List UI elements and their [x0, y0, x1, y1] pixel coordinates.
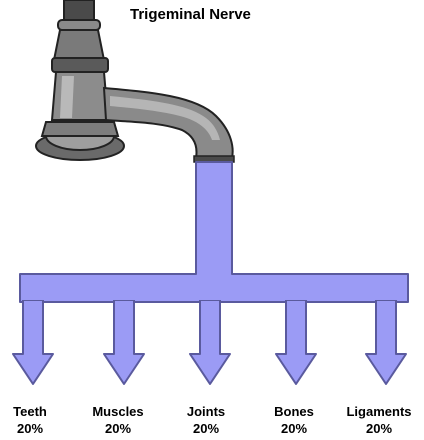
branch-label-joints: Joints 20% [166, 403, 246, 437]
branch-name: Teeth [0, 403, 70, 420]
flow-bus-fill [21, 276, 407, 300]
branch-percent: 20% [78, 420, 158, 437]
branch-name: Joints [166, 403, 246, 420]
branch-label-ligaments: Ligaments 20% [339, 403, 419, 437]
branch-arrows [13, 300, 406, 384]
branch-label-muscles: Muscles 20% [78, 403, 158, 437]
branch-label-bones: Bones 20% [254, 403, 334, 437]
branch-arrow-joints [190, 300, 230, 384]
branch-arrow-muscles [104, 300, 144, 384]
diagram-title: Trigeminal Nerve [130, 6, 251, 23]
branch-percent: 20% [0, 420, 70, 437]
branch-name: Bones [254, 403, 334, 420]
branch-arrow-ligaments [366, 300, 406, 384]
branch-arrow-teeth [13, 300, 53, 384]
branch-label-teeth: Teeth 20% [0, 403, 70, 437]
branch-percent: 20% [254, 420, 334, 437]
branch-name: Ligaments [339, 403, 419, 420]
faucet-icon [36, 0, 234, 162]
branch-name: Muscles [78, 403, 158, 420]
branch-percent: 20% [339, 420, 419, 437]
branch-arrow-bones [276, 300, 316, 384]
branch-percent: 20% [166, 420, 246, 437]
